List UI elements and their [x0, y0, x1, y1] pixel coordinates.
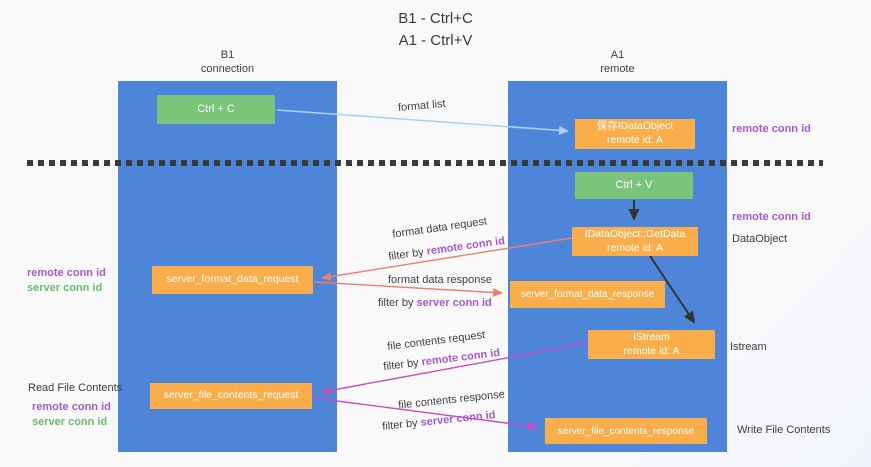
- left-label-conn-ids-1: remote conn id server conn id: [27, 266, 106, 296]
- edge-label-filter-server-1: filter by server conn id: [378, 297, 492, 309]
- node-server-file-contents-response: server_file_contents_response: [545, 418, 707, 444]
- diagram-title: B1 - Ctrl+C A1 - Ctrl+V: [0, 8, 871, 52]
- edge-label-file-contents-response: file contents response: [397, 388, 506, 412]
- left-label-conn-ids-2: remote conn id server conn id: [32, 400, 111, 430]
- remote-conn-id-text-1: remote conn id: [425, 234, 506, 258]
- node-idataobject-getdata: IDataObject::GetData remote id: A: [572, 227, 698, 256]
- node-idataobject-getdata-line2: remote id: A: [606, 241, 663, 254]
- server-conn-id-text-1: server conn id: [416, 297, 492, 309]
- node-ctrl-c-label: Ctrl + C: [197, 103, 235, 116]
- node-idataobject-getdata-label: IDataObject::GetData remote id: A: [585, 228, 685, 255]
- right-label-write-file-contents: Write File Contents: [737, 424, 831, 436]
- lane-header-b1: B1 connection: [118, 48, 337, 77]
- node-ctrl-v-label: Ctrl + V: [615, 179, 653, 192]
- filter-by-text-1: filter by: [387, 246, 425, 264]
- node-server-format-data-request: server_format_data_request: [152, 266, 313, 294]
- left-remote-conn-id-1: remote conn id: [27, 267, 106, 279]
- diagram-title-line1: B1 - Ctrl+C: [398, 10, 473, 27]
- edge-label-format-data-response: format data response: [388, 274, 492, 286]
- left-server-conn-id-2: server conn id: [32, 415, 108, 428]
- lane-a1-subtitle: remote: [600, 63, 635, 76]
- node-server-file-contents-request-label: server_file_contents_request: [163, 389, 299, 402]
- lane-b1-title: B1: [220, 49, 235, 61]
- filter-by-text-4: filter by: [381, 417, 419, 433]
- left-remote-conn-id-2: remote conn id: [32, 401, 111, 413]
- node-idataobject-getdata-line1: IDataObject::GetData: [584, 227, 686, 240]
- node-save-idataobject: 保存IDataObject remote id: A: [575, 119, 695, 149]
- node-ctrl-c: Ctrl + C: [157, 95, 275, 124]
- left-label-read-file-contents: Read File Contents: [28, 382, 123, 394]
- node-save-idataobject-line2: remote id: A: [606, 134, 663, 146]
- edge-label-filter-remote-1: filter by remote conn id: [388, 235, 506, 263]
- phase-separator-dashed-line: [27, 160, 823, 166]
- diagram-title-line2: A1 - Ctrl+V: [398, 31, 473, 49]
- right-label-istream: Istream: [730, 341, 767, 353]
- node-ctrl-v: Ctrl + V: [575, 172, 693, 199]
- node-istream: IStream remote id: A: [588, 330, 715, 359]
- edge-label-filter-server-2: filter by server conn id: [382, 409, 496, 433]
- node-istream-line1: IStream: [633, 330, 670, 343]
- filter-by-text-3: filter by: [382, 356, 420, 374]
- node-server-format-data-request-label: server_format_data_request: [166, 273, 299, 286]
- edge-label-format-list: format list: [397, 97, 447, 115]
- lane-a1-title: A1: [610, 49, 625, 61]
- node-server-file-contents-response-label: server_file_contents_response: [557, 425, 695, 437]
- server-conn-id-text-2: server conn id: [420, 409, 497, 429]
- node-istream-line2: remote id: A: [623, 344, 680, 357]
- filter-by-text-2: filter by: [378, 297, 414, 309]
- node-server-file-contents-request: server_file_contents_request: [150, 383, 312, 409]
- left-server-conn-id-1: server conn id: [27, 281, 103, 294]
- node-server-format-data-response: server_format_data_response: [510, 281, 665, 308]
- node-istream-label: IStream remote id: A: [623, 331, 679, 358]
- right-label-remote-conn-id-2: remote conn id: [732, 211, 811, 223]
- node-server-format-data-response-label: server_format_data_response: [520, 289, 655, 300]
- edge-label-format-data-request: format data request: [391, 215, 488, 241]
- lane-header-a1: A1 remote: [508, 48, 727, 77]
- remote-conn-id-text-2: remote conn id: [420, 346, 501, 369]
- right-label-dataobject: DataObject: [732, 233, 788, 245]
- node-save-idataobject-line1: 保存IDataObject: [596, 120, 674, 133]
- node-save-idataobject-label: 保存IDataObject remote id: A: [597, 120, 673, 147]
- lane-b1-subtitle: connection: [200, 63, 255, 76]
- right-label-remote-conn-id-1: remote conn id: [732, 123, 811, 135]
